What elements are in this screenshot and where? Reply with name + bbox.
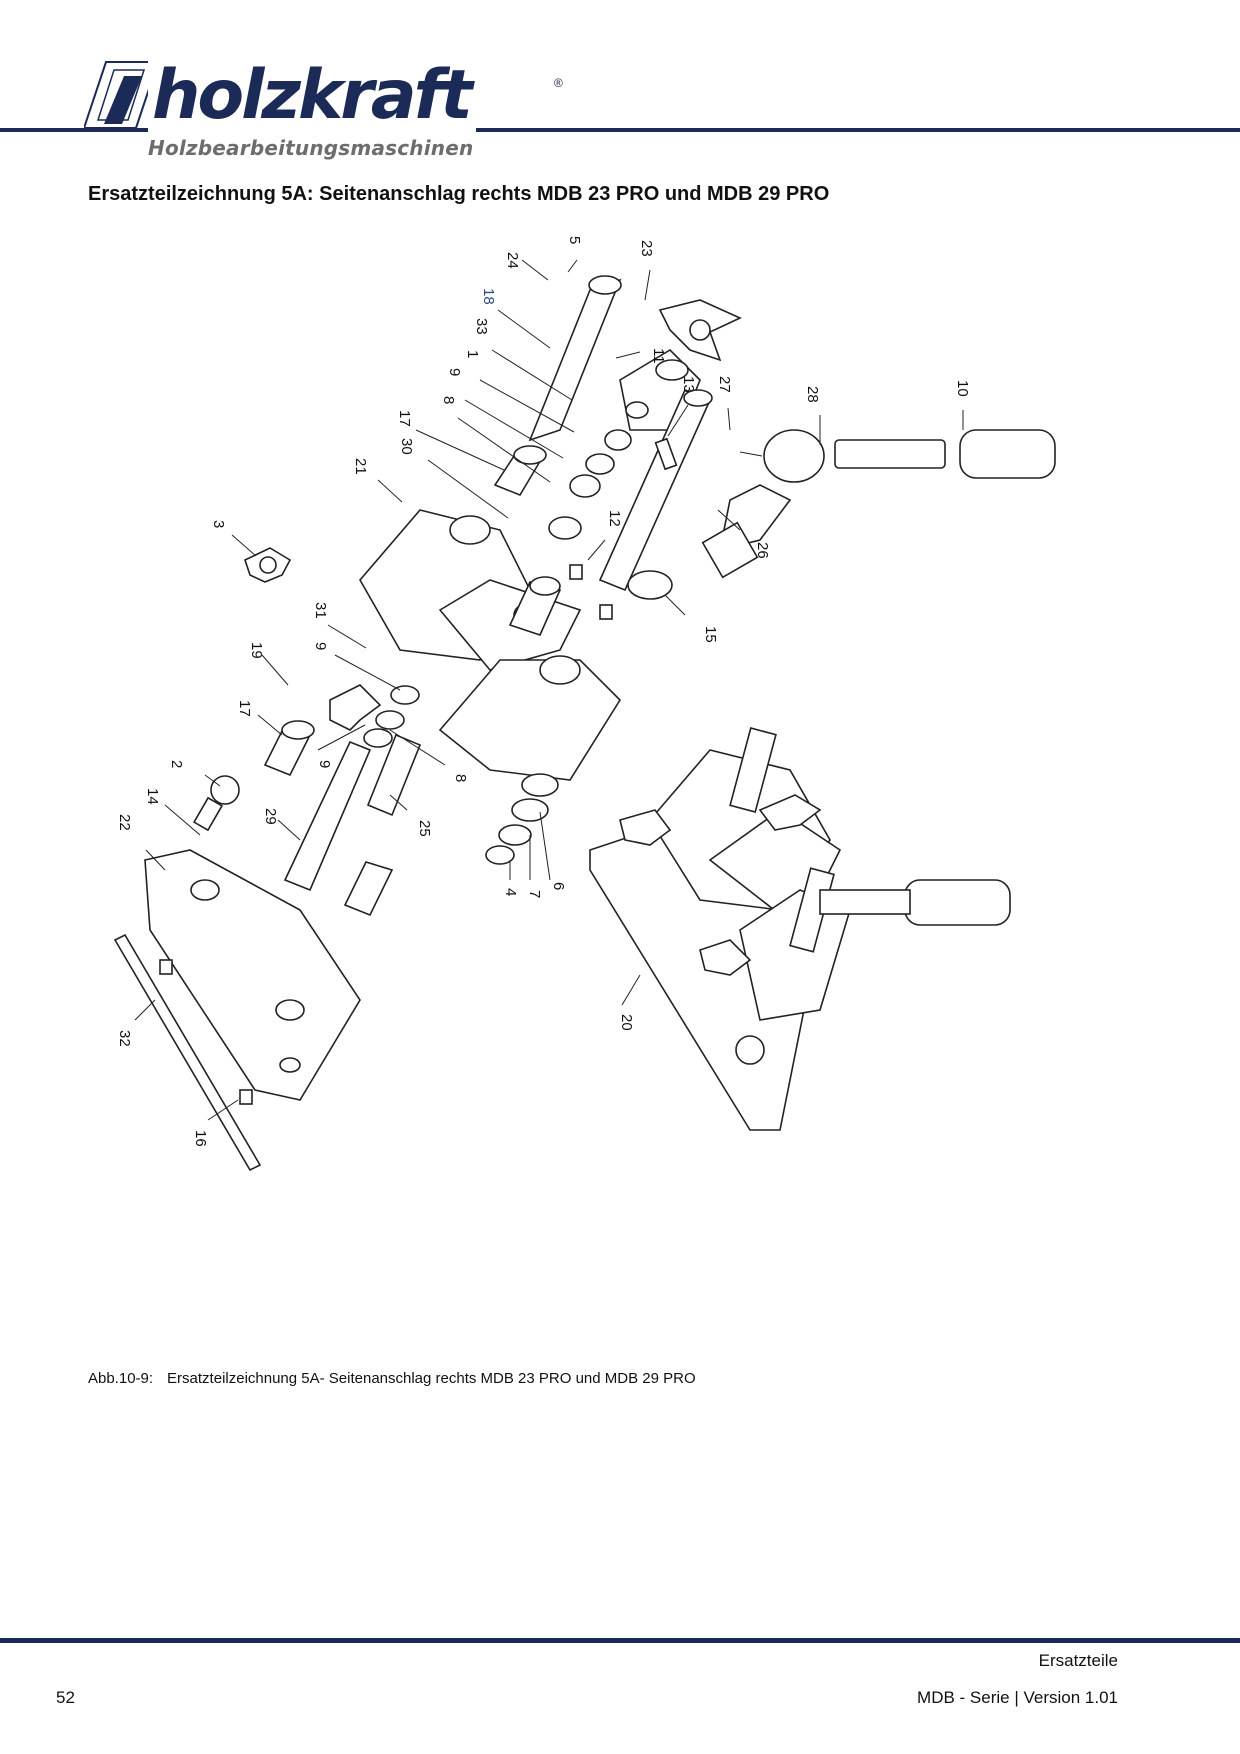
footer-section: Ersatzteile xyxy=(1038,1651,1118,1670)
washer-15 xyxy=(627,570,673,600)
screw-32 xyxy=(159,959,173,975)
part-label: 4 xyxy=(502,888,519,896)
part-label: 20 xyxy=(618,1014,635,1031)
part-label: 29 xyxy=(262,808,279,825)
base-rail-22 xyxy=(144,849,361,1101)
logo-mark-icon xyxy=(84,61,160,129)
knob-2 xyxy=(192,775,240,832)
part-label: 28 xyxy=(804,386,821,403)
part-label: 32 xyxy=(116,1030,133,1047)
hub-shaft-part xyxy=(701,484,792,579)
exploded-parts-drawing: 24 5 23 18 33 11 1 9 8 17 30 13 27 28 10… xyxy=(113,236,1056,1172)
part-label: 31 xyxy=(312,602,329,619)
part-label: 7 xyxy=(526,890,543,898)
washers-right xyxy=(485,773,559,865)
part-label: 18 xyxy=(480,288,497,305)
sleeve-bottom xyxy=(343,861,394,917)
part-label: 15 xyxy=(702,626,719,643)
part-label: 25 xyxy=(416,820,433,837)
caption-text: Ersatzteilzeichnung 5A- Seitenanschlag r… xyxy=(167,1370,696,1387)
part-label: 33 xyxy=(473,318,490,335)
part-label: 11 xyxy=(650,348,667,364)
part-label: 24 xyxy=(504,252,521,269)
handle-assembly xyxy=(739,429,1056,483)
part-label: 12 xyxy=(606,510,623,527)
star-knob-3 xyxy=(244,547,292,583)
part-label: 14 xyxy=(144,788,161,805)
pin-12b xyxy=(599,604,613,620)
washers-mid xyxy=(363,685,420,748)
part-label: 9 xyxy=(446,368,463,376)
star-knob-upper xyxy=(658,299,742,362)
part-label: 13 xyxy=(680,376,697,393)
part-label: 8 xyxy=(440,396,457,404)
part-label: 21 xyxy=(352,458,369,475)
page-title: Ersatzteilzeichnung 5A: Seitenanschlag r… xyxy=(88,183,830,205)
caption-label: Abb.10-9: xyxy=(88,1370,154,1387)
brand-logo: holzkraft ® Holzbearbeitungsmaschinen xyxy=(84,58,574,160)
screw-13 xyxy=(654,437,678,471)
part-label: 19 xyxy=(248,642,265,659)
bushing-part xyxy=(493,445,547,496)
page-number: 52 xyxy=(56,1688,75,1707)
logo-tagline: Holzbearbeitungsmaschinen xyxy=(148,136,474,160)
footer-series-version: MDB - Serie | Version 1.01 xyxy=(917,1688,1118,1707)
part-label: 22 xyxy=(116,814,133,831)
part-label: 5 xyxy=(566,236,583,244)
shaft-29 xyxy=(283,740,372,892)
part-label: 1 xyxy=(464,350,481,358)
part-label: 10 xyxy=(954,380,971,397)
part-label: 16 xyxy=(192,1130,209,1147)
part-label: 27 xyxy=(716,376,733,393)
bushing-17-lower xyxy=(263,720,315,777)
logo-wordmark: holzkraft xyxy=(148,60,476,132)
part-label: 17 xyxy=(396,410,413,427)
part-label: 9 xyxy=(312,642,329,650)
washer-stack xyxy=(548,401,649,540)
part-label: 8 xyxy=(452,774,469,782)
part-label: 17 xyxy=(236,700,253,717)
part-label: 23 xyxy=(638,240,655,257)
leader-lines xyxy=(134,259,964,1121)
housing-block-lower xyxy=(438,655,622,781)
part-label: 2 xyxy=(168,760,185,768)
part-label: 6 xyxy=(550,882,567,890)
part-label: 30 xyxy=(398,438,415,455)
part-label: 26 xyxy=(754,542,771,559)
pin-12 xyxy=(569,564,583,580)
part-label: 3 xyxy=(210,520,227,528)
star-knob-9 xyxy=(329,684,382,731)
logo-registered-mark: ® xyxy=(554,76,563,90)
screw-16 xyxy=(239,1089,253,1105)
figure-caption: Abb.10-9: Ersatzteilzeichnung 5A- Seitena… xyxy=(88,1370,696,1387)
footer-rule xyxy=(0,1638,1240,1643)
header-rule xyxy=(0,128,1240,132)
pin-25 xyxy=(366,733,422,817)
tube-part xyxy=(598,388,713,592)
part-labels: 24 5 23 18 33 11 1 9 8 17 30 13 27 28 10… xyxy=(116,236,971,1147)
sleeve-part xyxy=(508,576,562,636)
rod-32 xyxy=(113,933,262,1172)
assembled-unit-20 xyxy=(589,727,1011,1131)
part-label: 9 xyxy=(316,760,333,768)
rod-part xyxy=(528,275,622,442)
